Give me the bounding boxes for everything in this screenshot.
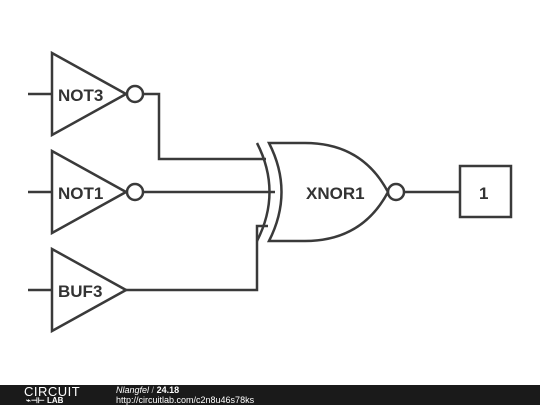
credit-line: Nlangfel / 24.18 bbox=[116, 385, 254, 395]
output-indicator[interactable]: 1 bbox=[458, 164, 513, 219]
output-box bbox=[458, 164, 513, 219]
credit-block: Nlangfel / 24.18 http://circuitlab.com/c… bbox=[116, 385, 254, 405]
footer-bar: CIRCUIT ⌁⊣⊢ LAB Nlangfel / 24.18 http://… bbox=[0, 384, 540, 405]
wire-buf3-to-xnor bbox=[126, 224, 268, 292]
not1-bubble bbox=[125, 182, 145, 202]
gate-xnor1[interactable]: XNOR1 bbox=[255, 141, 406, 243]
buf3-label: BUF3 bbox=[58, 282, 102, 301]
circuit-url[interactable]: http://circuitlab.com/c2n8u46s78ks bbox=[116, 395, 255, 405]
gate-buf3[interactable]: BUF3 bbox=[50, 246, 129, 334]
logo-wordmark-top: CIRCUIT bbox=[24, 384, 81, 399]
logo-lab-text: LAB bbox=[47, 396, 64, 405]
xnor1-bubble bbox=[386, 182, 406, 202]
author-name[interactable]: Nlangfel bbox=[116, 385, 150, 395]
not1-triangle bbox=[50, 148, 129, 236]
not1-label: NOT1 bbox=[58, 184, 103, 203]
xnor1-label: XNOR1 bbox=[306, 184, 365, 203]
not3-bubble bbox=[125, 84, 145, 104]
wire-not3-to-xnor bbox=[143, 92, 266, 161]
output-value: 1 bbox=[479, 184, 488, 203]
circuit-diagram: NOT3 NOT1 BUF3 XNOR1 1 bbox=[28, 50, 513, 334]
not3-label: NOT3 bbox=[58, 86, 103, 105]
circuit-version: 24.18 bbox=[156, 385, 180, 395]
gate-not3[interactable]: NOT3 bbox=[50, 50, 145, 138]
circuitlab-logo[interactable]: CIRCUIT ⌁⊣⊢ LAB bbox=[24, 384, 94, 405]
resistor-icon: ⌁⊣⊢ bbox=[26, 396, 45, 405]
gate-not1[interactable]: NOT1 bbox=[50, 148, 145, 236]
logo-wordmark-bottom: ⌁⊣⊢ LAB bbox=[26, 396, 63, 405]
not3-triangle bbox=[50, 50, 129, 138]
credit-separator: / bbox=[151, 385, 155, 395]
xnor1-extra-arc bbox=[255, 142, 271, 242]
xnor1-body bbox=[266, 141, 390, 243]
buf3-triangle bbox=[50, 246, 129, 334]
